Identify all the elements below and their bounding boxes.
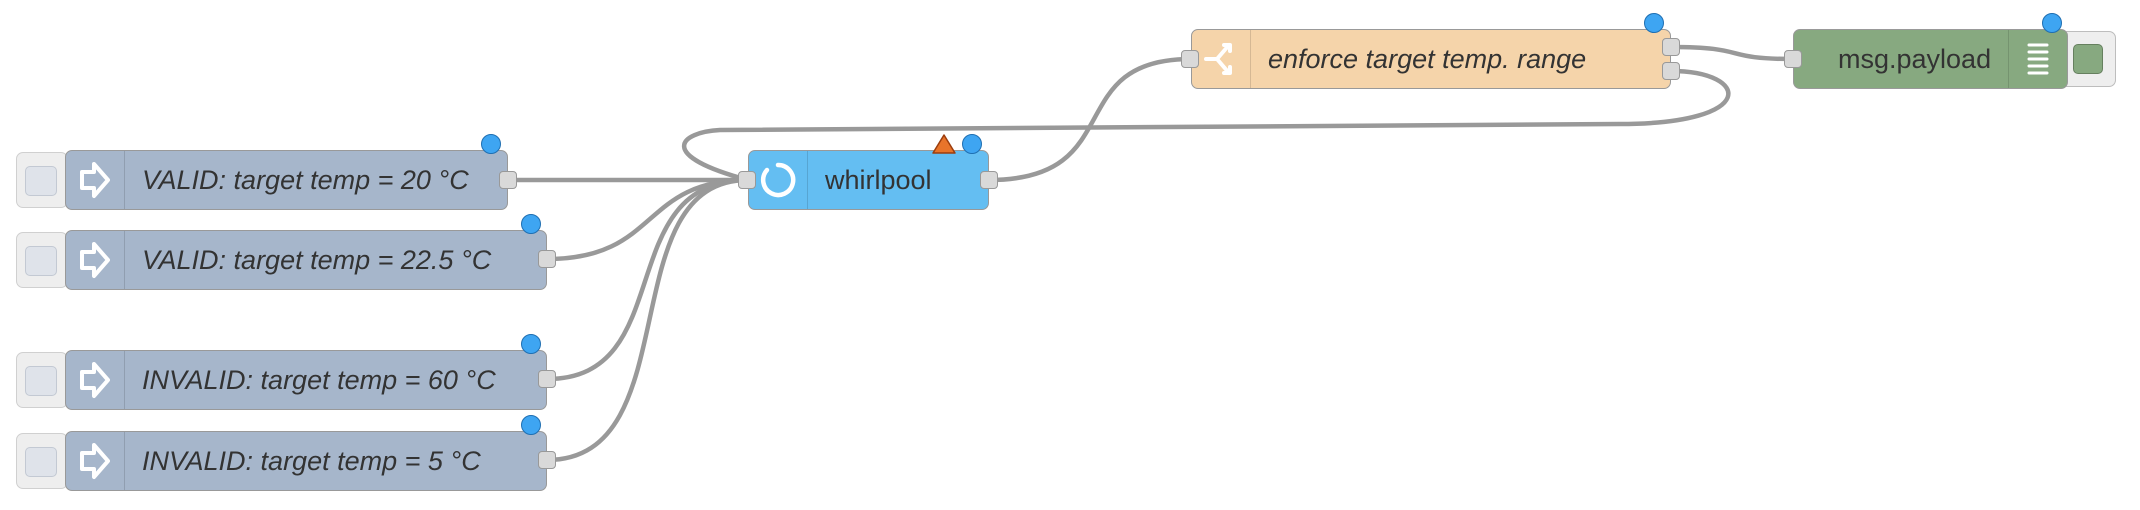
status-dot (2042, 13, 2062, 33)
status-dot (521, 214, 541, 234)
inject-button[interactable] (16, 152, 68, 208)
inject-button[interactable] (16, 232, 68, 288)
wire-switch1-debug[interactable] (1668, 44, 1796, 62)
input-port[interactable] (738, 171, 756, 189)
output-port[interactable] (538, 250, 556, 268)
output-port-2[interactable] (1662, 62, 1680, 80)
warning-icon (932, 134, 956, 154)
output-port[interactable] (538, 370, 556, 388)
switch-node[interactable]: enforce target temp. range (1191, 29, 1671, 89)
debug-toggle-button[interactable] (2060, 31, 2116, 87)
inject-node-2[interactable]: VALID: target temp = 22.5 °C (65, 230, 547, 290)
wire-inject3-whirlpool[interactable] (544, 177, 751, 382)
inject-node-3[interactable]: INVALID: target temp = 60 °C (65, 350, 547, 410)
inject-arrow-icon (66, 151, 125, 209)
status-dot (962, 134, 982, 154)
node-label: VALID: target temp = 20 °C (142, 164, 469, 195)
whirlpool-node[interactable]: whirlpool (748, 150, 989, 210)
input-port[interactable] (1181, 50, 1199, 68)
ring-icon (749, 151, 808, 209)
node-label: VALID: target temp = 22.5 °C (142, 244, 492, 275)
node-label: enforce target temp. range (1268, 43, 1587, 74)
inject-button[interactable] (16, 433, 68, 489)
switch-branch-icon (1192, 30, 1251, 88)
wire-whirlpool-switch[interactable] (986, 56, 1194, 183)
status-dot (1644, 13, 1664, 33)
list-lines-icon (2008, 30, 2067, 88)
node-label: msg.payload (1838, 43, 1992, 74)
wire-inject2-whirlpool[interactable] (544, 177, 751, 262)
node-label: INVALID: target temp = 5 °C (142, 445, 481, 476)
output-port[interactable] (538, 451, 556, 469)
output-port[interactable] (980, 171, 998, 189)
debug-node[interactable]: msg.payload (1793, 29, 2068, 89)
status-dot (481, 134, 501, 154)
status-dot (521, 415, 541, 435)
output-port[interactable] (499, 171, 517, 189)
inject-button[interactable] (16, 352, 68, 408)
output-port-1[interactable] (1662, 38, 1680, 56)
node-label: INVALID: target temp = 60 °C (142, 364, 496, 395)
inject-arrow-icon (66, 432, 125, 490)
wire-switch2-whirlpool[interactable] (681, 68, 1731, 183)
inject-node-4[interactable]: INVALID: target temp = 5 °C (65, 431, 547, 491)
wire-inject4-whirlpool[interactable] (544, 177, 751, 463)
inject-arrow-icon (66, 231, 125, 289)
status-dot (521, 334, 541, 354)
input-port[interactable] (1784, 50, 1802, 68)
inject-node-1[interactable]: VALID: target temp = 20 °C (65, 150, 508, 210)
node-label: whirlpool (825, 164, 932, 195)
inject-arrow-icon (66, 351, 125, 409)
